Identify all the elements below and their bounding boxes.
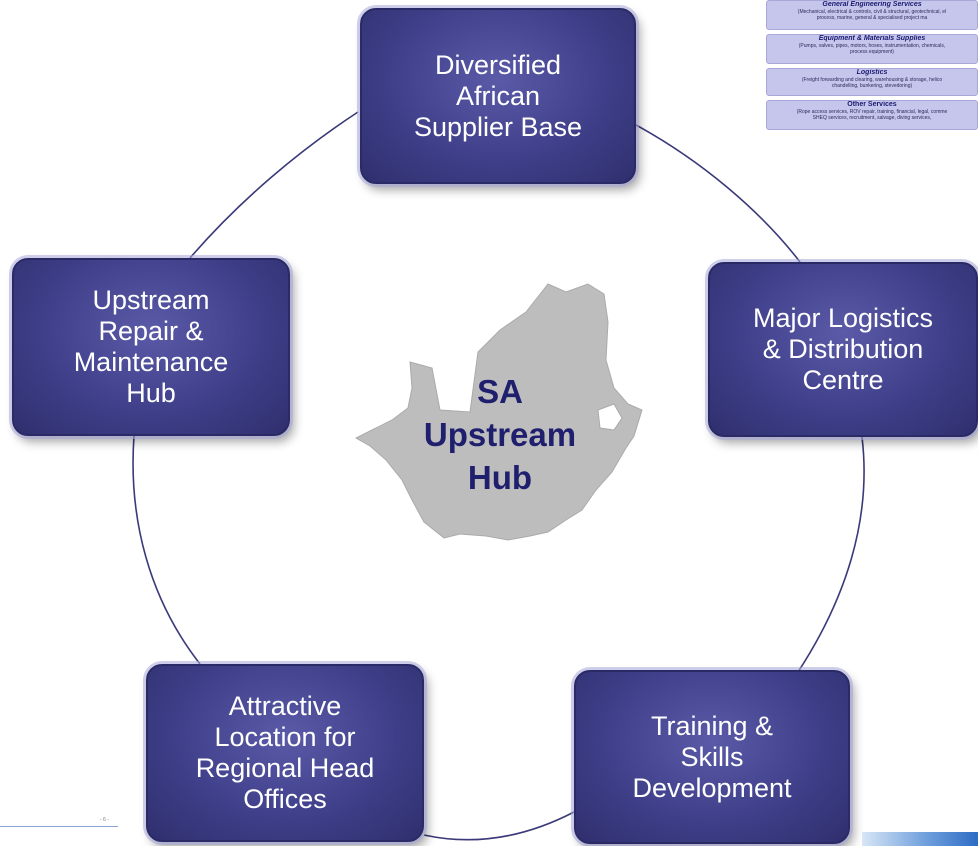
legend-item-equipment-materials: Equipment & Materials Supplies (Pumps, v… [766,34,978,64]
node-repair-maintenance-line-2: Repair & [98,316,204,346]
legend-desc: (Mechanical, electrical & controls, civi… [797,9,947,15]
legend-item-other-services: Other Services (Rope access services, RO… [766,100,978,130]
node-logistics-centre-line-3: Centre [802,365,884,395]
node-repair-maintenance-line-3: Maintenance [73,347,229,377]
node-regional-head-offices-line-1: Attractive [228,691,342,721]
footer-rule [0,826,118,827]
legend-item-general-engineering: General Engineering Services (Mechanical… [766,0,978,30]
hub-label-line-1: SA [477,373,523,410]
services-legend: General Engineering Services (Mechanical… [766,0,978,134]
connector-supplier-logistics [635,124,801,263]
legend-title: Equipment & Materials Supplies [818,35,926,42]
node-logistics-centre-line-1: Major Logistics [752,303,934,333]
node-training-skills-line-1: Training & [650,710,774,741]
node-training-skills-line-3: Development [632,772,792,803]
south-africa-map [354,283,643,541]
node-regional-head-offices-line-3: Regional Head [195,753,375,783]
legend-desc: process, marine, general & specialised p… [816,15,928,21]
corner-gradient-bar [862,832,978,846]
connector-location-repair [132,435,201,665]
lesotho-enclave [597,403,623,431]
node-supplier-base-line-2: African [455,80,541,111]
node-training-skills: Training & Skills Development [574,670,850,844]
connector-logistics-training [797,436,865,673]
node-regional-head-offices: Attractive Location for Regional Head Of… [146,664,424,842]
legend-desc: (Pumps, valves, pipes, motors, hoses, in… [798,43,946,49]
node-logistics-centre-line-2: & Distribution [762,334,924,364]
node-repair-maintenance: Upstream Repair & Maintenance Hub [12,258,290,436]
legend-item-logistics: Logistics (Freight forwarding and cleari… [766,68,978,96]
node-supplier-base-line-1: Diversified [434,49,562,80]
hub-label-line-3: Hub [467,459,533,496]
node-supplier-base-line-3: Supplier Base [413,111,583,142]
legend-title: General Engineering Services [822,1,922,8]
legend-desc: chandelling, bunkering, stevedoring) [831,83,913,89]
hub-label: SA Upstream Hub [400,370,600,499]
node-repair-maintenance-line-4: Hub [126,378,176,408]
legend-title: Other Services [847,101,897,108]
node-logistics-centre: Major Logistics & Distribution Centre [708,262,978,437]
legend-desc: SHEQ services, recruitment, salvage, div… [812,115,932,121]
node-supplier-base: Diversified African Supplier Base [360,8,636,184]
legend-desc: process equipment) [850,49,894,55]
hub-label-line-2: Upstream [423,416,577,453]
connector-repair-supplier [189,111,359,259]
node-regional-head-offices-line-4: Offices [243,784,327,814]
node-regional-head-offices-line-2: Location for [214,722,356,752]
connector-training-location [423,811,575,841]
legend-desc: (Rope access services, ROV repair, train… [796,109,948,115]
legend-title: Logistics [856,69,888,76]
node-training-skills-line-2: Skills [680,741,744,772]
page-number: - 6 - [100,817,109,823]
legend-desc: (Freight forwarding and clearing, wareho… [801,77,943,83]
node-repair-maintenance-line-1: Upstream [92,285,210,315]
